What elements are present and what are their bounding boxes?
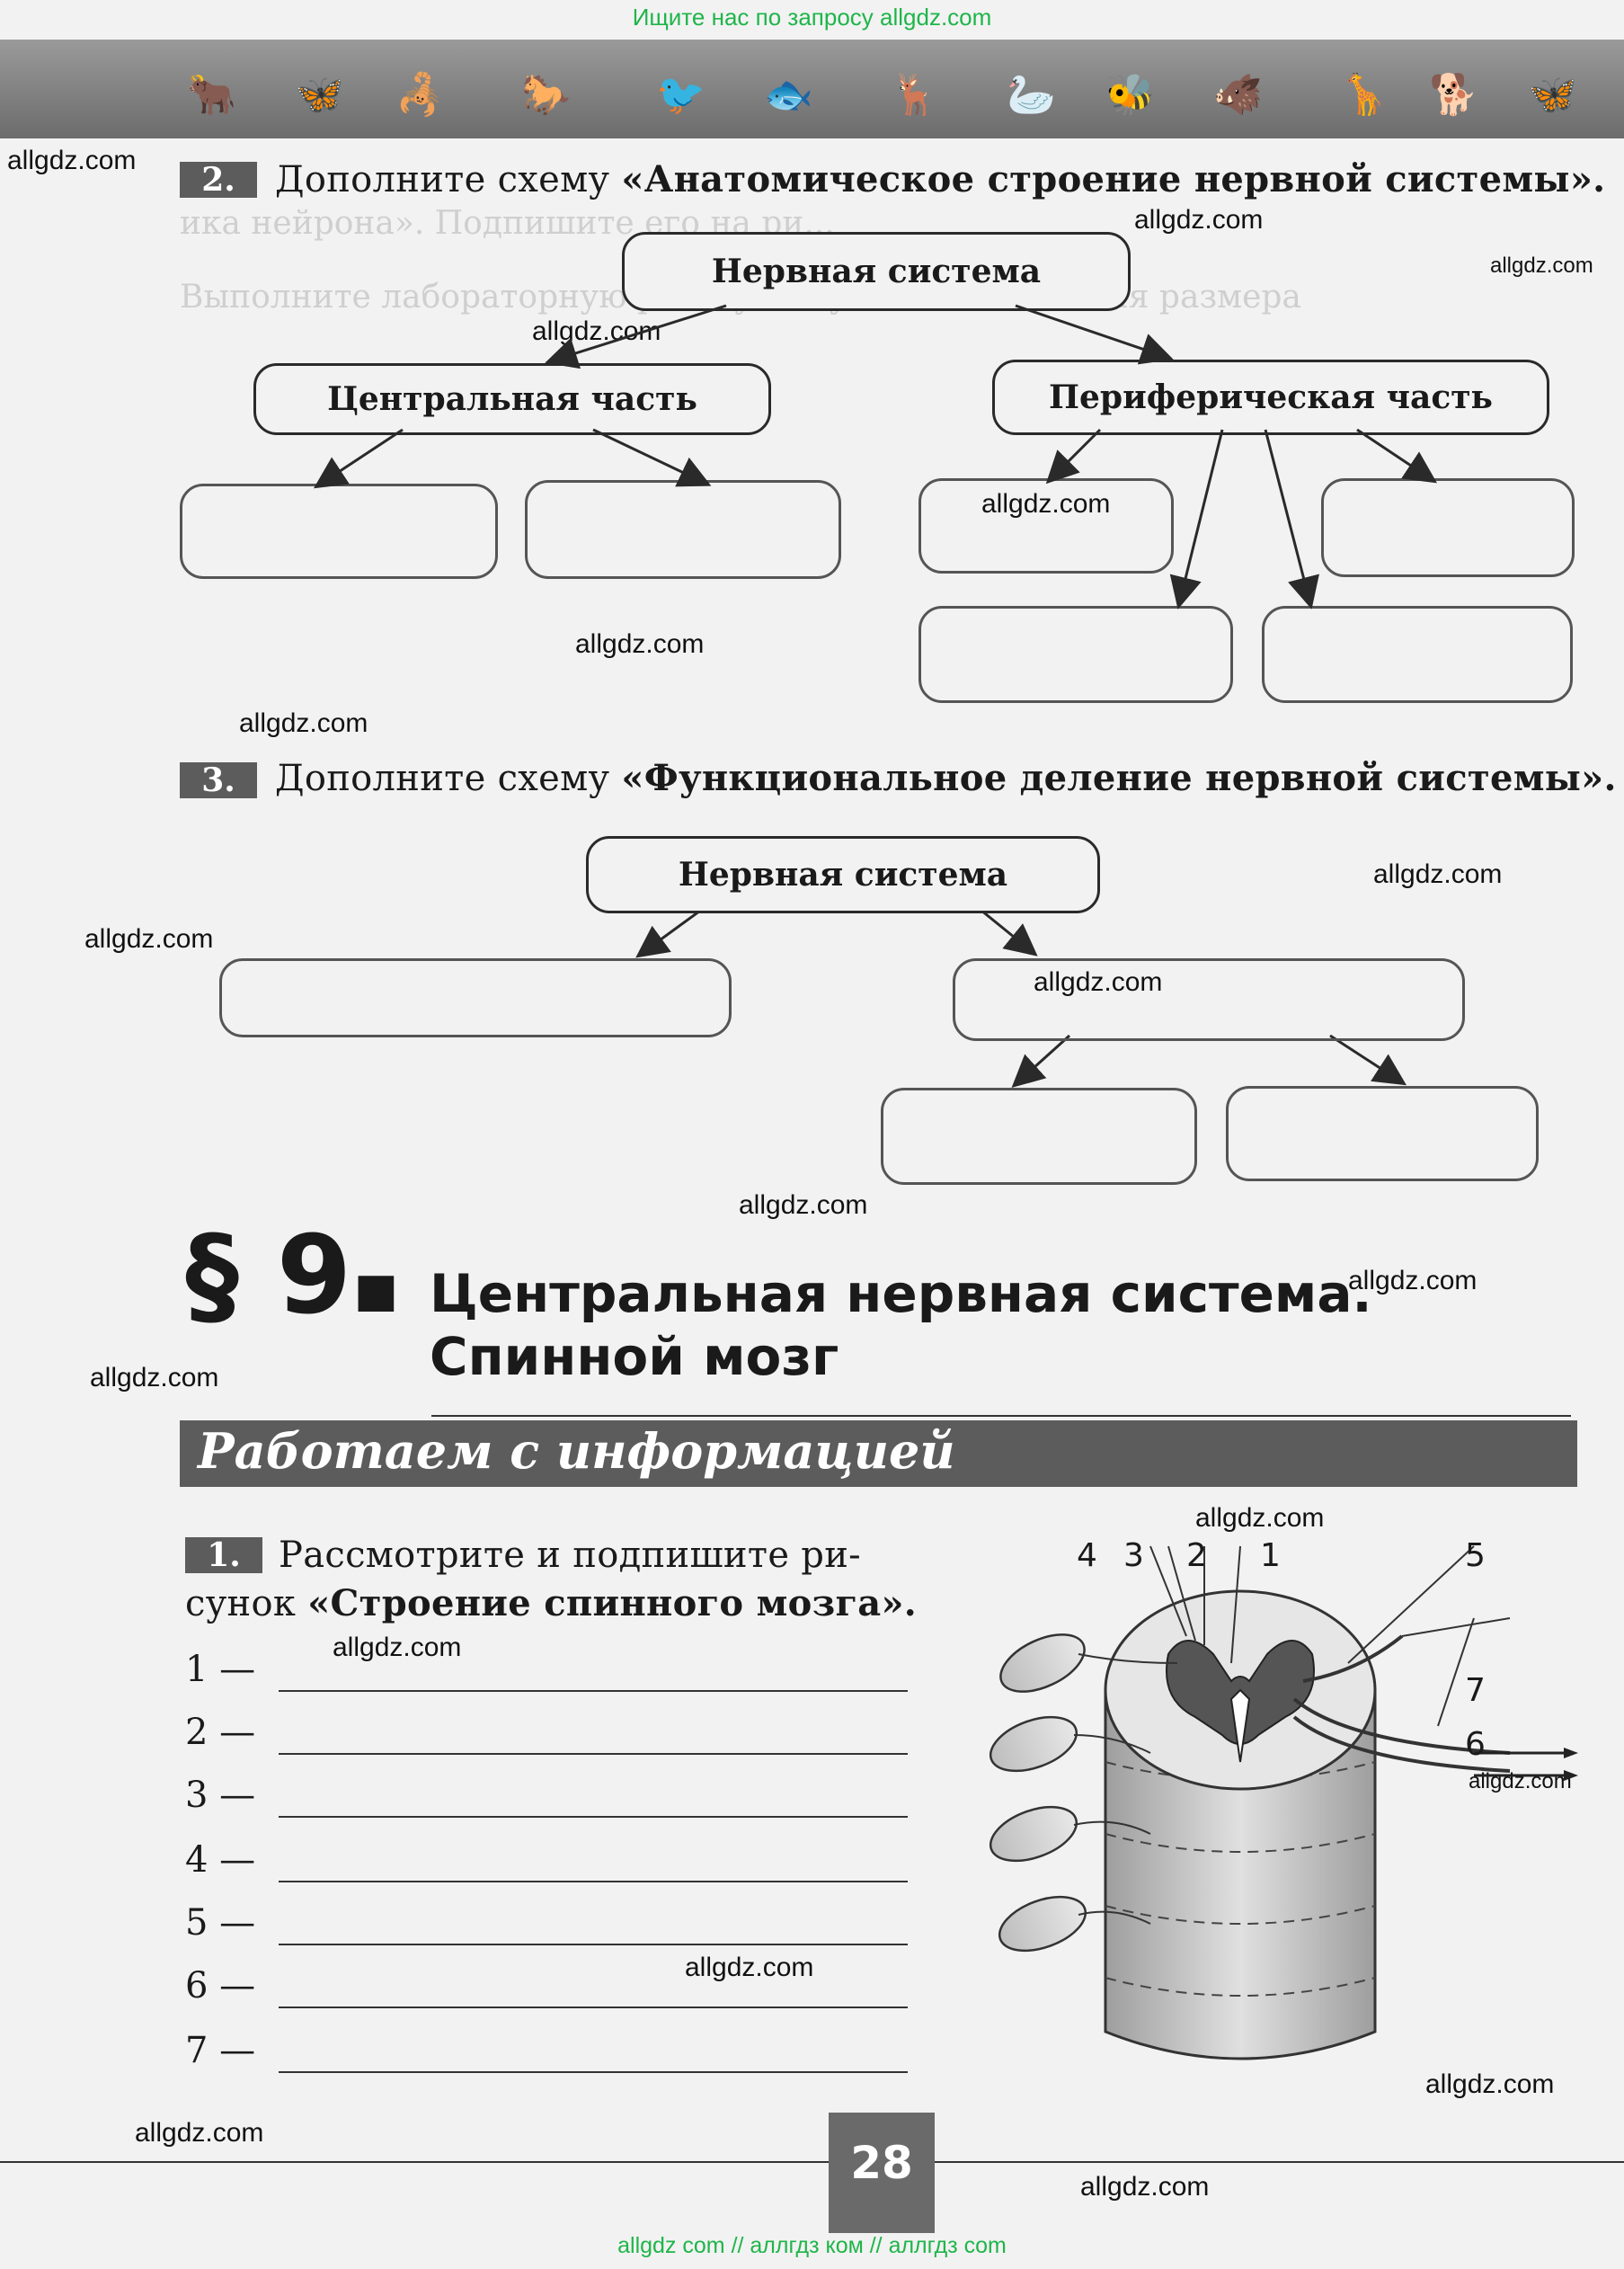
answer-box[interactable] <box>1226 1086 1539 1181</box>
arrow <box>318 430 403 485</box>
arrow <box>1357 430 1433 480</box>
answer-label: 5 — <box>185 1902 255 1944</box>
paragraph-number-text: § 9 <box>185 1214 351 1339</box>
answer-label: 1 — <box>185 1649 255 1690</box>
ganglion <box>992 1886 1093 1961</box>
answer-label: 6 — <box>185 1965 255 2007</box>
task-instruction: Рассмотрите и подпишите ри- <box>279 1528 861 1582</box>
answer-line[interactable] <box>279 1690 908 1692</box>
answer-line[interactable] <box>279 2071 908 2073</box>
answer-box[interactable] <box>219 958 732 1037</box>
section-title: Работаем с информацией <box>198 1422 955 1480</box>
paragraph-title: Центральная нервная система. Спинной моз… <box>430 1262 1372 1388</box>
answer-line[interactable] <box>279 1753 908 1755</box>
answer-line[interactable] <box>279 1881 908 1882</box>
task-instruction-line: Рассмотрите и подпишите ри- <box>279 1528 861 1582</box>
paragraph-number: § 9▪ <box>185 1214 401 1339</box>
answer-label: 4 — <box>185 1839 255 1881</box>
answer-line[interactable] <box>279 1944 908 1945</box>
divider <box>431 1415 1571 1417</box>
label-pointer <box>1402 1618 1510 1636</box>
figure-label: 1 <box>1260 1537 1281 1574</box>
arrow <box>1330 1036 1402 1082</box>
spinal-cord-figure <box>971 1528 1582 2104</box>
footer-links[interactable]: allgdz com // аллгдз ком // аллгдз com <box>0 2233 1624 2259</box>
task-instruction: Дополните схему «Функциональное деление … <box>275 757 1617 799</box>
arrow <box>1016 1036 1069 1084</box>
scheme-root-box: Нервная система <box>586 836 1100 913</box>
paragraph-title-line: Центральная нервная система. <box>430 1262 1372 1325</box>
answer-box[interactable] <box>881 1088 1197 1185</box>
task-number-badge: 3. <box>180 762 257 798</box>
arrow <box>1016 306 1168 358</box>
task-instruction-title: «Функциональное деление нервной системы»… <box>621 757 1616 799</box>
answer-label: 3 — <box>185 1775 255 1816</box>
figure-label: 3 <box>1123 1537 1144 1574</box>
paragraph-title-line: Спинной мозг <box>430 1325 1372 1388</box>
task-instruction: сунок «Строение спинного мозга». <box>185 1582 917 1624</box>
arrow <box>593 430 706 484</box>
figure-label: 6 <box>1465 1726 1486 1763</box>
task-instruction-prefix: сунок <box>185 1583 307 1624</box>
arrow <box>1050 430 1100 480</box>
task-number-badge: 1. <box>185 1537 262 1573</box>
task-instruction-prefix: Дополните схему <box>275 758 621 799</box>
arrow <box>550 306 726 361</box>
answer-label: 2 — <box>185 1712 255 1753</box>
page-number: 28 <box>829 2137 935 2189</box>
answer-line[interactable] <box>279 2007 908 2008</box>
figure-label: 4 <box>1077 1537 1097 1574</box>
task-instruction-title: «Строение спинного мозга». <box>307 1582 917 1624</box>
bottom-divider <box>0 2161 1624 2163</box>
arrowhead <box>1564 1770 1578 1781</box>
scheme-box-label: Нервная система <box>679 856 1007 894</box>
ganglion <box>983 1796 1084 1871</box>
figure-label: 7 <box>1465 1672 1486 1709</box>
arrowhead <box>1564 1748 1578 1758</box>
answer-box[interactable] <box>953 958 1465 1041</box>
answer-label: 7 — <box>185 2030 255 2071</box>
arrow <box>640 906 706 955</box>
label-pointer <box>1348 1546 1474 1663</box>
ganglion <box>992 1623 1094 1703</box>
ganglion <box>983 1706 1084 1781</box>
figure-label: 5 <box>1465 1537 1486 1574</box>
figure-label: 2 <box>1186 1537 1207 1574</box>
arrow <box>1179 430 1222 604</box>
arrow <box>1265 430 1310 604</box>
answer-line[interactable] <box>279 1816 908 1818</box>
